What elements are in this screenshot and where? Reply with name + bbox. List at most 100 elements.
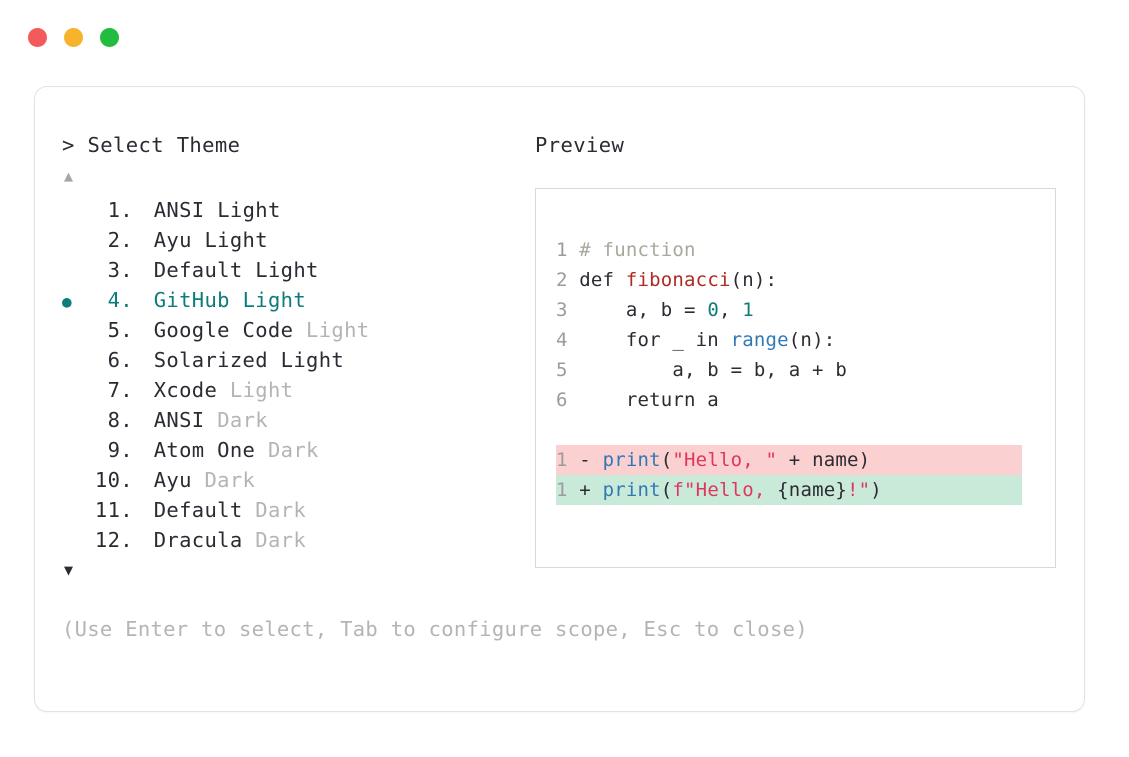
selected-bullet-icon: ●	[62, 437, 89, 467]
theme-item-gap	[133, 195, 154, 225]
theme-list-item[interactable]: ●6. Solarized Light	[62, 345, 512, 375]
theme-item-variant: Light	[306, 318, 370, 342]
theme-list-item[interactable]: ●2. Ayu Light	[62, 225, 512, 255]
code-token-plain: for _ in	[579, 329, 731, 351]
minimize-window-button[interactable]	[64, 28, 83, 47]
close-window-button[interactable]	[28, 28, 47, 47]
line-number-gap	[568, 359, 580, 381]
theme-list-item[interactable]: ●12. Dracula Dark	[62, 525, 512, 555]
selected-bullet-icon: ●	[62, 497, 89, 527]
theme-list-item[interactable]: ●3. Default Light	[62, 255, 512, 285]
theme-item-space	[243, 495, 256, 525]
code-token-plain: + name)	[777, 449, 871, 471]
line-number-gap	[568, 329, 580, 351]
diff-marker-gap	[591, 449, 603, 471]
theme-item-index: 1.	[107, 198, 133, 222]
theme-list-item[interactable]: ●5. Google Code Light	[62, 315, 512, 345]
code-token-plain: {name}	[777, 479, 848, 501]
theme-item-space	[217, 375, 230, 405]
selected-bullet-icon: ●	[62, 197, 89, 227]
theme-item-gap	[133, 435, 154, 465]
theme-item-gap	[133, 495, 154, 525]
theme-item-name: ANSI	[153, 198, 205, 222]
theme-item-gap	[133, 465, 154, 495]
page-title: Select Theme	[87, 133, 241, 157]
theme-item-space	[243, 255, 256, 285]
theme-item-name: ANSI	[153, 408, 205, 432]
code-token-str: !"	[847, 479, 871, 501]
code-token-fn: fibonacci	[625, 269, 731, 291]
diff-gap	[568, 449, 580, 471]
diff-line-add: 1 + print(f"Hello, {name}!")	[556, 475, 1022, 505]
window-titlebar	[28, 28, 119, 47]
theme-item-name: Default	[153, 498, 243, 522]
prompt-caret-icon: >	[62, 133, 75, 157]
theme-item-gap	[133, 255, 154, 285]
line-number-gap	[568, 239, 580, 261]
theme-item-name: GitHub	[153, 288, 230, 312]
code-token-plain: a, b = b, a + b	[579, 359, 847, 381]
line-number: 5	[556, 359, 568, 381]
selected-bullet-icon: ●	[62, 467, 89, 497]
theme-item-name: Default	[153, 258, 243, 282]
theme-item-gap	[133, 225, 154, 255]
theme-item-name: Ayu	[153, 468, 192, 492]
scroll-up-arrow-icon[interactable]: ▲	[64, 167, 74, 185]
scroll-down-arrow-icon[interactable]: ▼	[64, 561, 74, 579]
code-token-plain: ,	[718, 299, 743, 321]
theme-item-name: Solarized	[153, 348, 268, 372]
theme-item-index: 3.	[107, 258, 133, 282]
preview-box: 1 # function 2 def fibonacci(n): 3 a, b = …	[535, 188, 1056, 568]
theme-item-index: 7.	[107, 378, 133, 402]
theme-item-variant: Dark	[255, 498, 307, 522]
maximize-window-button[interactable]	[100, 28, 119, 47]
diff-line-number: 1	[556, 479, 568, 501]
theme-list-item[interactable]: ●4. GitHub Light	[62, 285, 512, 315]
theme-item-variant: Dark	[267, 438, 319, 462]
theme-selector-card: > Select Theme ▲ ●1. ANSI Light●2. Ayu L…	[34, 86, 1085, 712]
theme-item-index: 11.	[94, 498, 133, 522]
theme-item-variant: Dark	[255, 528, 307, 552]
theme-item-variant: Light	[204, 228, 268, 252]
code-token-num: 0	[707, 299, 719, 321]
theme-list-item[interactable]: ●11. Default Dark	[62, 495, 512, 525]
theme-item-gap	[133, 285, 154, 315]
theme-item-gap	[133, 375, 154, 405]
theme-list-item[interactable]: ●8. ANSI Dark	[62, 405, 512, 435]
line-number: 6	[556, 389, 568, 411]
selected-bullet-icon: ●	[62, 407, 89, 437]
theme-item-index: 2.	[107, 228, 133, 252]
theme-item-name: Google Code	[153, 318, 294, 342]
theme-list-item[interactable]: ●9. Atom One Dark	[62, 435, 512, 465]
theme-item-space	[255, 435, 268, 465]
help-text: (Use Enter to select, Tab to configure s…	[62, 617, 808, 641]
theme-item-variant: Dark	[204, 468, 256, 492]
line-number-gap	[568, 389, 580, 411]
theme-item-space	[192, 465, 205, 495]
selected-bullet-icon: ●	[62, 292, 72, 311]
diff-marker: -	[579, 449, 591, 471]
theme-list-item[interactable]: ●10. Ayu Dark	[62, 465, 512, 495]
theme-item-space	[192, 225, 205, 255]
line-number: 3	[556, 299, 568, 321]
theme-list-item[interactable]: ● 1. ANSI Light	[62, 195, 512, 225]
code-token-comment: # function	[579, 239, 696, 261]
selected-bullet-icon: ●	[62, 527, 89, 557]
prompt-header: > Select Theme	[62, 131, 512, 159]
theme-item-space	[243, 525, 256, 555]
theme-item-name: Xcode	[153, 378, 218, 402]
theme-item-variant: Light	[217, 198, 281, 222]
code-token-plain: (n):	[788, 329, 836, 351]
diff-gap	[568, 479, 580, 501]
theme-item-gap	[133, 525, 154, 555]
theme-item-index: 5.	[107, 318, 133, 342]
theme-item-space	[293, 315, 306, 345]
code-token-str: "Hello, "	[672, 449, 778, 471]
code-line: 2 def fibonacci(n):	[556, 265, 1047, 295]
theme-item-space	[230, 285, 243, 315]
theme-item-index: 4.	[107, 288, 133, 312]
line-number-gap	[568, 299, 580, 321]
theme-list-item[interactable]: ●7. Xcode Light	[62, 375, 512, 405]
